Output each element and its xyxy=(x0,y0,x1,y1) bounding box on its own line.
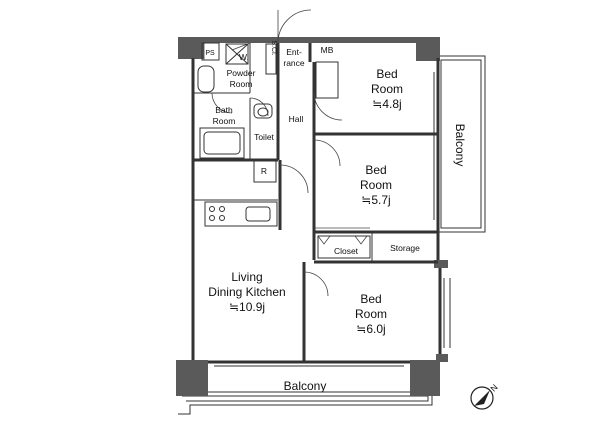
ldk-label-line1: Living xyxy=(231,270,262,284)
bed-room-1-label-line1: Bed xyxy=(376,67,397,81)
closet-box xyxy=(317,235,371,259)
bed-room-3-area: ≒6.0j xyxy=(356,322,385,336)
bathtub-icon xyxy=(199,127,245,159)
windows xyxy=(214,72,451,367)
bed-room-3-label-line2: Room xyxy=(355,307,387,321)
toilet-label: Toilet xyxy=(254,132,274,142)
balcony-side-label: Balcony xyxy=(453,124,467,167)
ps-box xyxy=(201,42,220,61)
bath-room-label-line2: Room xyxy=(213,116,236,126)
closet-label: Closet xyxy=(334,246,359,256)
bed-room-2-label-line2: Room xyxy=(360,178,392,192)
bed-room-2-area: ≒5.7j xyxy=(361,193,390,207)
washer-box xyxy=(225,43,249,65)
ps-label: PS xyxy=(205,50,215,57)
bed-room-3-label-line1: Bed xyxy=(360,292,381,306)
kitchen-counter xyxy=(204,201,278,227)
shoe-closet-box xyxy=(265,43,277,75)
powder-room-label-line2: Room xyxy=(230,79,253,89)
washer-label: W. xyxy=(239,52,249,62)
kitchen-sink xyxy=(245,206,271,222)
bed-room-2-label-line1: Bed xyxy=(365,163,386,177)
doors xyxy=(203,9,370,297)
entrance-label-line2: rance xyxy=(283,58,305,68)
ldk-label-line2: Dining Kitchen xyxy=(208,285,285,299)
bath-room-label-line1: Bath xyxy=(215,105,233,115)
bed-room-1-label-line2: Room xyxy=(371,82,403,96)
mb-cabinet xyxy=(315,61,339,99)
mb-label: MB xyxy=(321,45,334,55)
refrigerator-label: R xyxy=(261,166,267,176)
north-label: N xyxy=(488,382,499,393)
shoe-closet-label: S.Cl. xyxy=(270,40,277,55)
hall-label: Hall xyxy=(289,114,304,124)
bed-room-1-area: ≒4.8j xyxy=(372,97,401,111)
compass-icon xyxy=(470,386,494,410)
powder-room-label-line1: Powder xyxy=(227,68,256,78)
exterior-walls xyxy=(176,37,448,396)
entrance-label-line1: Ent- xyxy=(286,47,302,57)
storage-label: Storage xyxy=(390,243,420,253)
fixtures xyxy=(197,42,371,259)
ldk-area: ≒10.9j xyxy=(229,300,265,314)
balcony-bottom xyxy=(178,391,433,415)
sink-icon xyxy=(197,65,215,93)
fridge-box xyxy=(253,159,277,183)
toilet-icon xyxy=(253,103,273,119)
balcony-bottom-label: Balcony xyxy=(284,379,327,393)
